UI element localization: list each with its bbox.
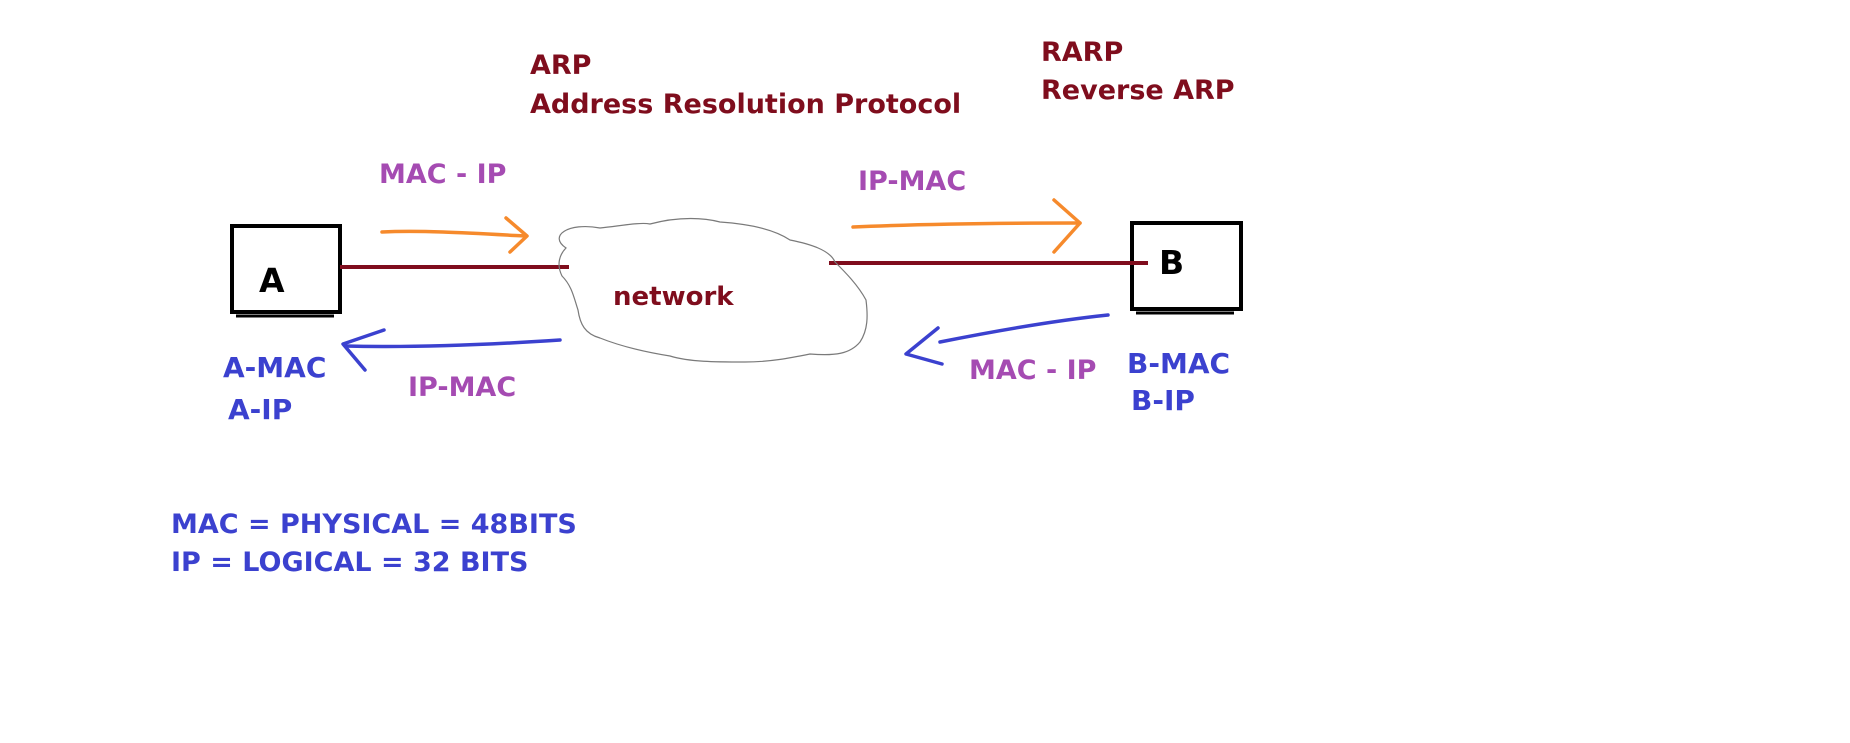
note-mac-line: MAC = PHYSICAL = 48BITS [171, 509, 577, 540]
host-b-box [1130, 221, 1243, 315]
host-b-ip: B-IP [1131, 384, 1195, 417]
network-label: network [613, 282, 734, 312]
rarp-subtitle: Reverse ARP [1041, 75, 1235, 106]
arrow-network-to-b [851, 198, 1082, 254]
host-a-box [230, 224, 342, 318]
rarp-title: RARP [1041, 37, 1124, 68]
host-a-mac: A-MAC [223, 351, 327, 384]
host-a-ip: A-IP [228, 393, 293, 426]
arrow-network-to-a [341, 328, 562, 372]
note-ip-line: IP = LOGICAL = 32 BITS [171, 547, 529, 578]
arp-subtitle: Address Resolution Protocol [530, 89, 962, 120]
flow-a-out-label: MAC - IP [379, 159, 507, 190]
network-cloud [558, 217, 868, 363]
host-b-label: B [1159, 243, 1185, 282]
flow-b-in-label: IP-MAC [858, 166, 967, 197]
flow-a-in-label: IP-MAC [408, 372, 517, 403]
host-b-mac: B-MAC [1127, 347, 1231, 380]
flow-b-out-label: MAC - IP [969, 355, 1097, 386]
arrow-b-to-network [904, 313, 1110, 366]
arp-title: ARP [530, 50, 592, 81]
arrow-a-to-network [380, 216, 529, 254]
host-a-label: A [259, 261, 285, 300]
